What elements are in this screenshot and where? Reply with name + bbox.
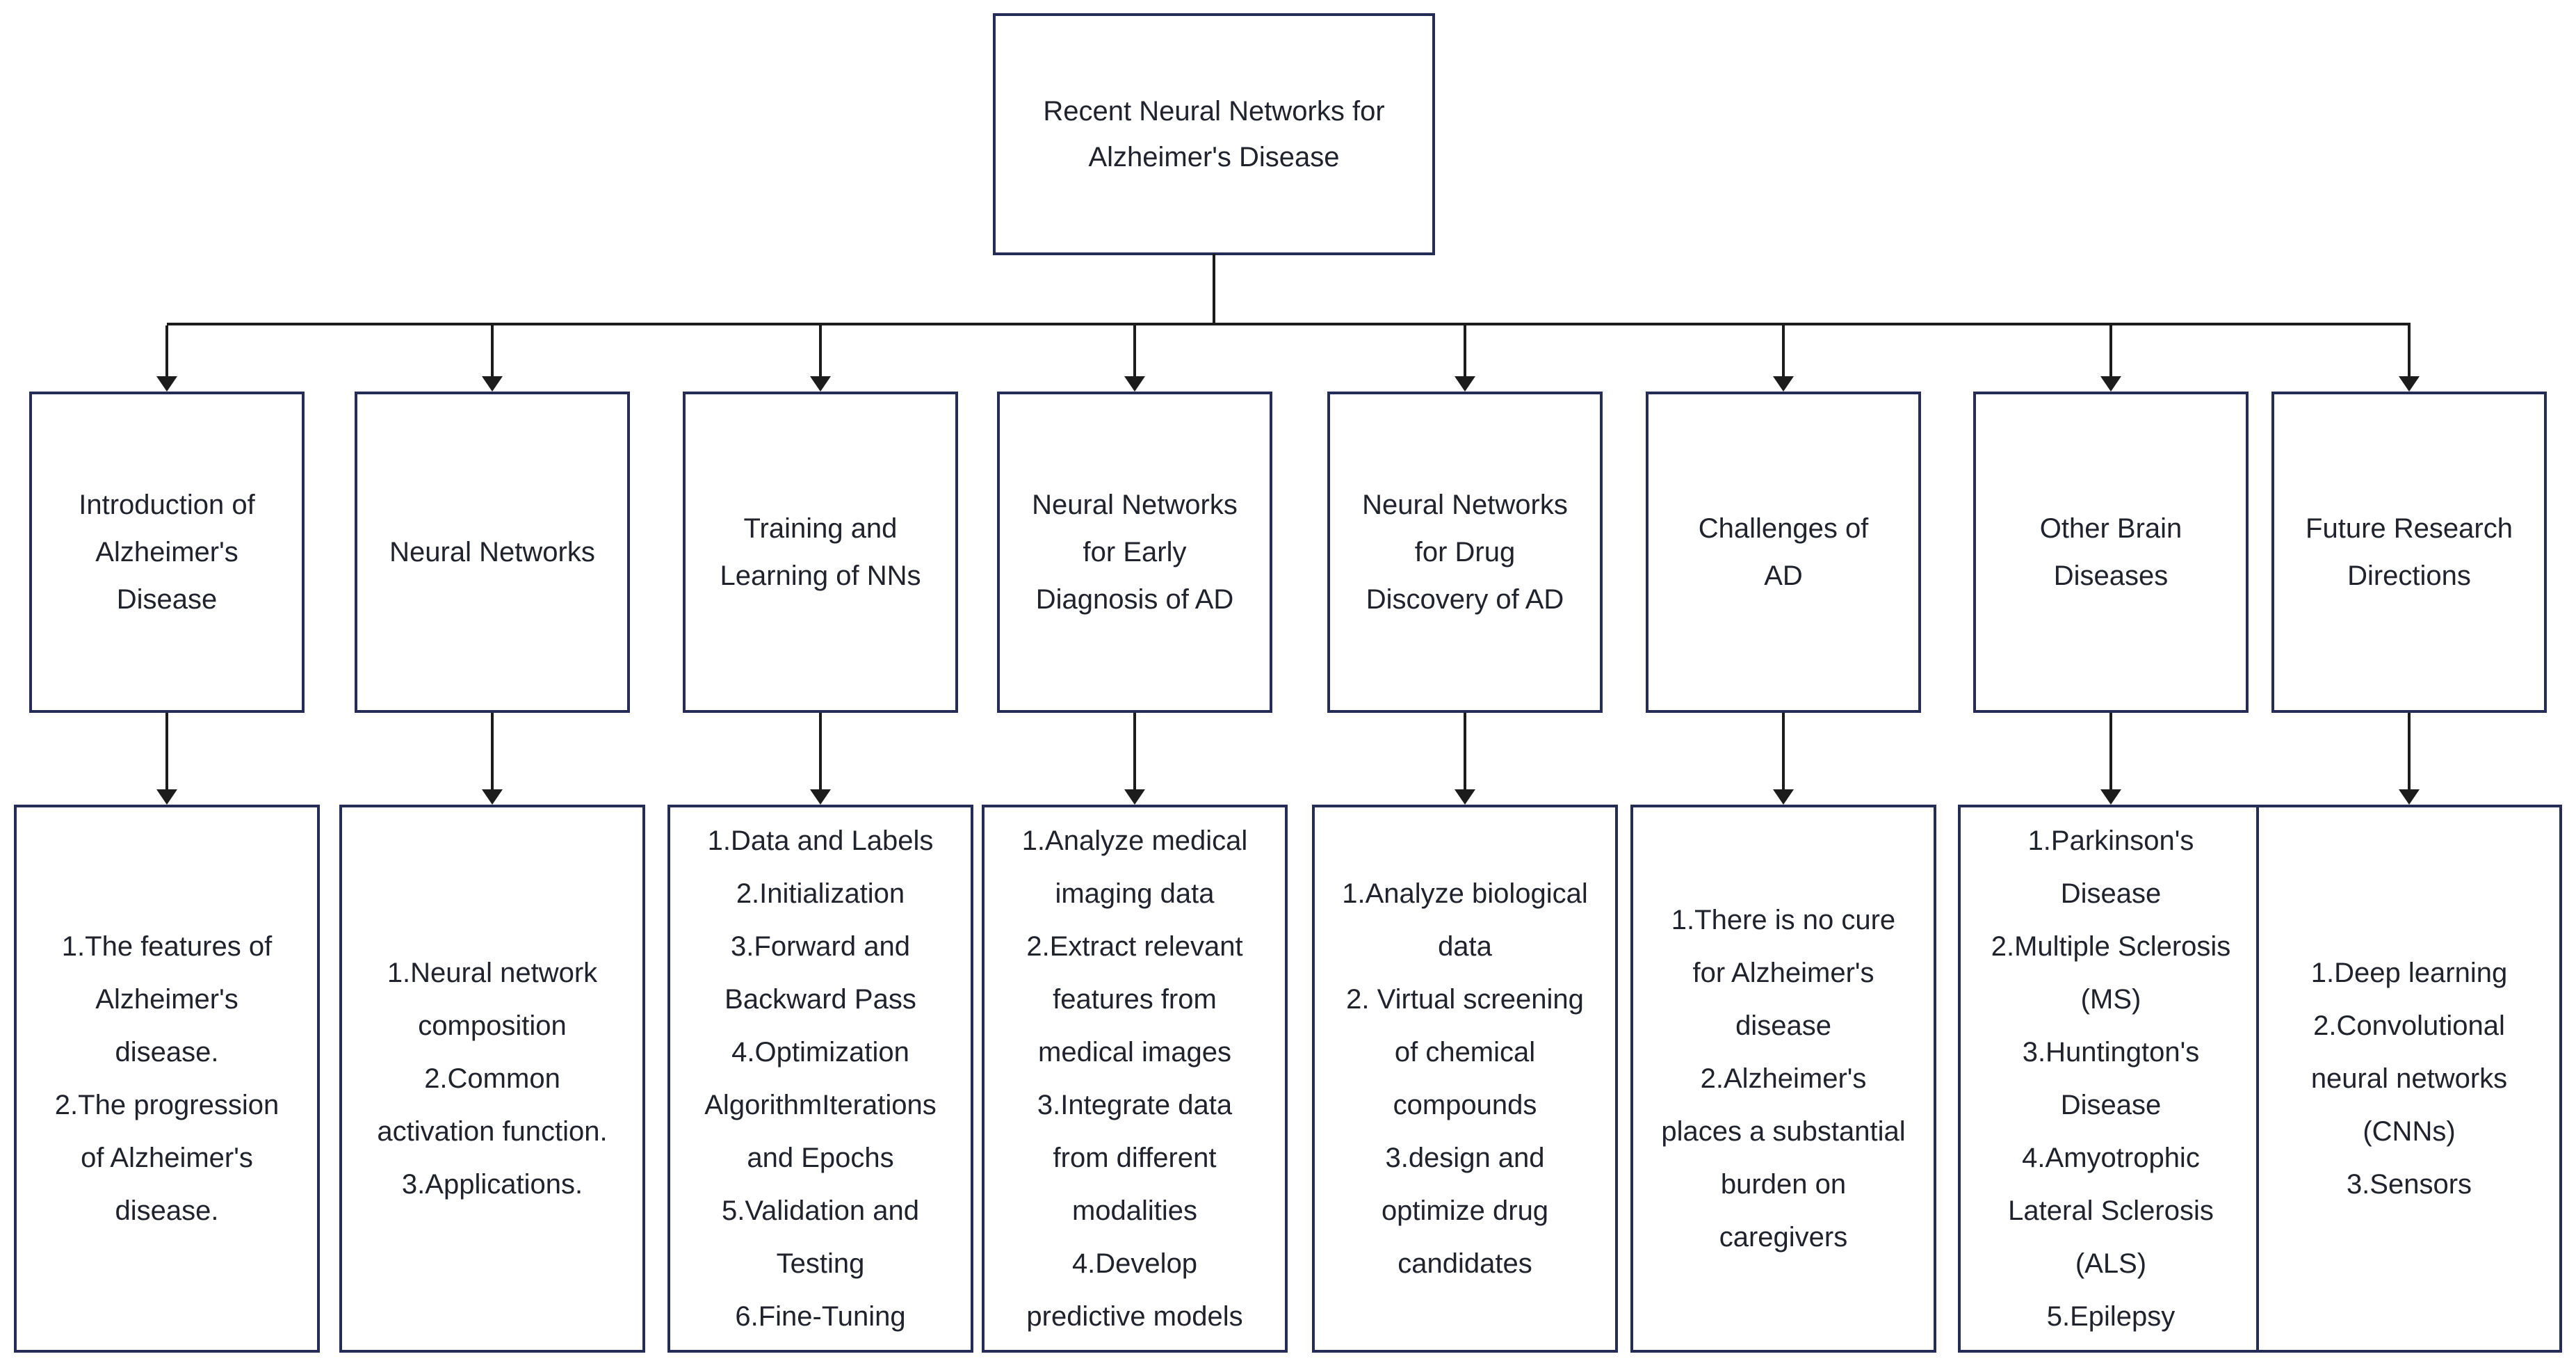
arrow-down-icon: [2100, 376, 2121, 392]
branch-node-label: Training and Learning of NNs: [720, 513, 921, 591]
connector-trunk-line: [1213, 254, 1215, 325]
arrow-down-icon: [1773, 789, 1794, 805]
arrow-down-icon: [482, 789, 503, 805]
branch-node: Neural Networks for Drug Discovery of AD: [1327, 392, 1603, 713]
connector-root-to-branch: [1455, 325, 1475, 392]
connector-root-to-branch: [810, 325, 831, 392]
root-node-label: Recent Neural Networks for Alzheimer's D…: [1043, 96, 1385, 172]
branch-column-challenges: Challenges of AD 1.There is no cure for …: [1630, 325, 1936, 1353]
detail-node-text: 1.Analyze medical imaging data 2.Extract…: [1021, 826, 1248, 1332]
connector-root-to-branch: [2100, 325, 2121, 392]
branch-column-future-research: Future Research Directions 1.Deep learni…: [2256, 325, 2562, 1353]
connector-branch-to-detail: [1455, 713, 1475, 805]
detail-node-text: 1.Neural network composition 2.Common ac…: [377, 958, 608, 1200]
connector-line: [1782, 325, 1785, 376]
arrow-down-icon: [2100, 789, 2121, 805]
connector-branch-to-detail: [1773, 713, 1794, 805]
connector-root-to-branch: [156, 325, 177, 392]
root-node: Recent Neural Networks for Alzheimer's D…: [993, 13, 1435, 255]
branch-node-label: Challenges of AD: [1698, 513, 1869, 591]
connector-line: [1464, 325, 1466, 376]
connector-root-to-branch: [482, 325, 503, 392]
detail-node-text: 1.Data and Labels 2.Initialization 3.For…: [704, 826, 937, 1332]
connector-line: [1782, 713, 1785, 789]
connector-line: [491, 325, 494, 376]
detail-node-text: 1.Deep learning 2.Convolutional neural n…: [2310, 958, 2508, 1200]
connector-branch-to-detail: [2100, 713, 2121, 805]
branch-column-other-brain-diseases: Other Brain Diseases 1.Parkinson's Disea…: [1958, 325, 2264, 1353]
connector-line: [2408, 713, 2411, 789]
connector-branch-to-detail: [810, 713, 831, 805]
detail-node-text: 1.Analyze biological data 2. Virtual scr…: [1342, 878, 1588, 1279]
arrow-down-icon: [1455, 789, 1475, 805]
branch-node-label: Neural Networks for Early Diagnosis of A…: [1032, 490, 1238, 615]
arrow-down-icon: [810, 789, 831, 805]
arrow-down-icon: [482, 376, 503, 392]
branch-node-label: Other Brain Diseases: [2039, 513, 2182, 591]
detail-node: 1.Analyze medical imaging data 2.Extract…: [982, 805, 1288, 1353]
connector-line: [2109, 325, 2112, 376]
branch-column-early-diagnosis: Neural Networks for Early Diagnosis of A…: [982, 325, 1288, 1353]
connector-line: [2408, 325, 2411, 376]
detail-node-text: 1.Parkinson's Disease 2.Multiple Scleros…: [1991, 826, 2231, 1332]
connector-branch-to-detail: [1124, 713, 1145, 805]
connector-line: [1133, 713, 1136, 789]
arrow-down-icon: [1773, 376, 1794, 392]
connector-root-to-branch: [1773, 325, 1794, 392]
detail-node: 1.Neural network composition 2.Common ac…: [339, 805, 645, 1353]
detail-node: 1.Analyze biological data 2. Virtual scr…: [1312, 805, 1618, 1353]
branch-node: Challenges of AD: [1646, 392, 1921, 713]
branch-node-label: Neural Networks: [389, 537, 595, 567]
branch-column-training-learning: Training and Learning of NNs 1.Data and …: [667, 325, 973, 1353]
connector-horizontal-line: [167, 323, 2411, 325]
branch-node: Neural Networks for Early Diagnosis of A…: [997, 392, 1272, 713]
branch-column-drug-discovery: Neural Networks for Drug Discovery of AD…: [1312, 325, 1618, 1353]
connector-branch-to-detail: [2399, 713, 2420, 805]
arrow-down-icon: [1124, 789, 1145, 805]
branch-column-introduction: Introduction of Alzheimer's Disease 1.Th…: [14, 325, 320, 1353]
branch-node-label: Introduction of Alzheimer's Disease: [79, 490, 255, 615]
branch-node-label: Neural Networks for Drug Discovery of AD: [1362, 490, 1568, 615]
arrow-down-icon: [2399, 789, 2420, 805]
branch-node-label: Future Research Directions: [2306, 513, 2513, 591]
detail-node: 1.There is no cure for Alzheimer's disea…: [1630, 805, 1936, 1353]
connector-line: [491, 713, 494, 789]
branch-column-neural-networks: Neural Networks 1.Neural network composi…: [339, 325, 645, 1353]
branch-node: Neural Networks: [355, 392, 630, 713]
detail-node: 1.Deep learning 2.Convolutional neural n…: [2256, 805, 2562, 1353]
connector-root-to-branch: [2399, 325, 2420, 392]
branch-node: Introduction of Alzheimer's Disease: [29, 392, 305, 713]
arrow-down-icon: [156, 789, 177, 805]
arrow-down-icon: [156, 376, 177, 392]
detail-node: 1.Parkinson's Disease 2.Multiple Scleros…: [1958, 805, 2264, 1353]
connector-line: [165, 325, 168, 376]
connector-line: [1133, 325, 1136, 376]
connector-line: [165, 713, 168, 789]
arrow-down-icon: [1455, 376, 1475, 392]
detail-node: 1.The features of Alzheimer's disease. 2…: [14, 805, 320, 1353]
detail-node-text: 1.There is no cure for Alzheimer's disea…: [1661, 905, 1906, 1253]
branch-node: Future Research Directions: [2271, 392, 2547, 713]
connector-line: [2109, 713, 2112, 789]
branch-node: Other Brain Diseases: [1973, 392, 2249, 713]
arrow-down-icon: [1124, 376, 1145, 392]
connector-line: [819, 325, 822, 376]
connector-line: [819, 713, 822, 789]
connector-branch-to-detail: [156, 713, 177, 805]
connector-root-to-branch: [1124, 325, 1145, 392]
branch-node: Training and Learning of NNs: [683, 392, 958, 713]
arrow-down-icon: [810, 376, 831, 392]
detail-node-text: 1.The features of Alzheimer's disease. 2…: [54, 931, 280, 1226]
detail-node: 1.Data and Labels 2.Initialization 3.For…: [667, 805, 973, 1353]
connector-branch-to-detail: [482, 713, 503, 805]
connector-line: [1464, 713, 1466, 789]
arrow-down-icon: [2399, 376, 2420, 392]
